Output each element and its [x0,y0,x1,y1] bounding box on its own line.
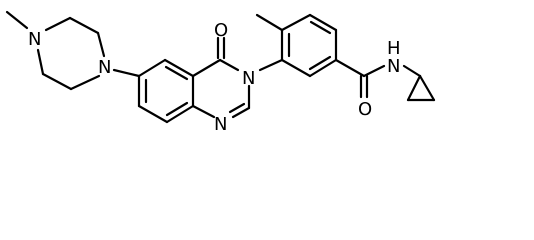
tolyl-amide-group [255,13,436,102]
atom-o-amide: O [358,99,372,120]
bond-c8a-c8-inner [165,101,189,117]
atom-n1: N [214,114,227,135]
bond-pip-c1-c2 [68,16,100,35]
bond-n3-ring [258,58,284,72]
bond-pip-c2-n [96,31,106,58]
bond-c4-n3 [218,58,240,72]
methylpiperazine-group [5,10,141,91]
bond-n-cyclopropyl [402,64,422,78]
bond-ring-a2 [280,13,312,32]
bond-pip-c4-n [36,48,45,76]
bond-c5-c4a [163,58,195,78]
bond-c2-n1 [231,106,251,119]
bond-n1-c8a [191,104,216,119]
bond-ring-a5 [308,58,338,78]
bond-ring-a5-inner [308,55,332,71]
bond-c8-c7 [137,104,169,124]
bond-cp-1 [406,74,422,102]
bond-n-aryl [112,68,141,78]
quinazolinone-group [137,36,251,124]
molecule-drawing: N N O N N N H O [5,10,436,135]
bond-c8a-c8 [165,104,195,124]
bond-n-pip-c1 [44,16,72,32]
bond-pip-c3-c4 [41,72,73,91]
atom-n-methyl: N [28,29,41,50]
bond-ring-carbonyl [334,58,366,78]
bond-carbonyl-n [362,64,386,78]
bond-c5-c4a-inner [164,65,189,81]
structure-diagram: N N O N N N H O [5,10,436,135]
bond-c2-n1-double [228,102,246,114]
bond-c6-c5 [137,58,167,78]
bond-ring-methyl [255,13,284,32]
atom-n-piperazine: N [98,57,111,78]
bond-methyl-n [5,10,29,30]
bond-ring-a3-inner [309,20,332,35]
bond-ring-a3 [308,13,338,32]
bond-ring-a6 [280,58,312,78]
bond-c4a-c4 [191,58,222,78]
bond-cp-3 [418,74,436,102]
atom-o-carbonyl: O [214,20,228,41]
atom-n-amide: N [387,56,400,77]
atom-n3: N [242,68,255,89]
bond-n-pip-c3 [69,74,101,91]
atom-h-amide: H [387,38,401,59]
